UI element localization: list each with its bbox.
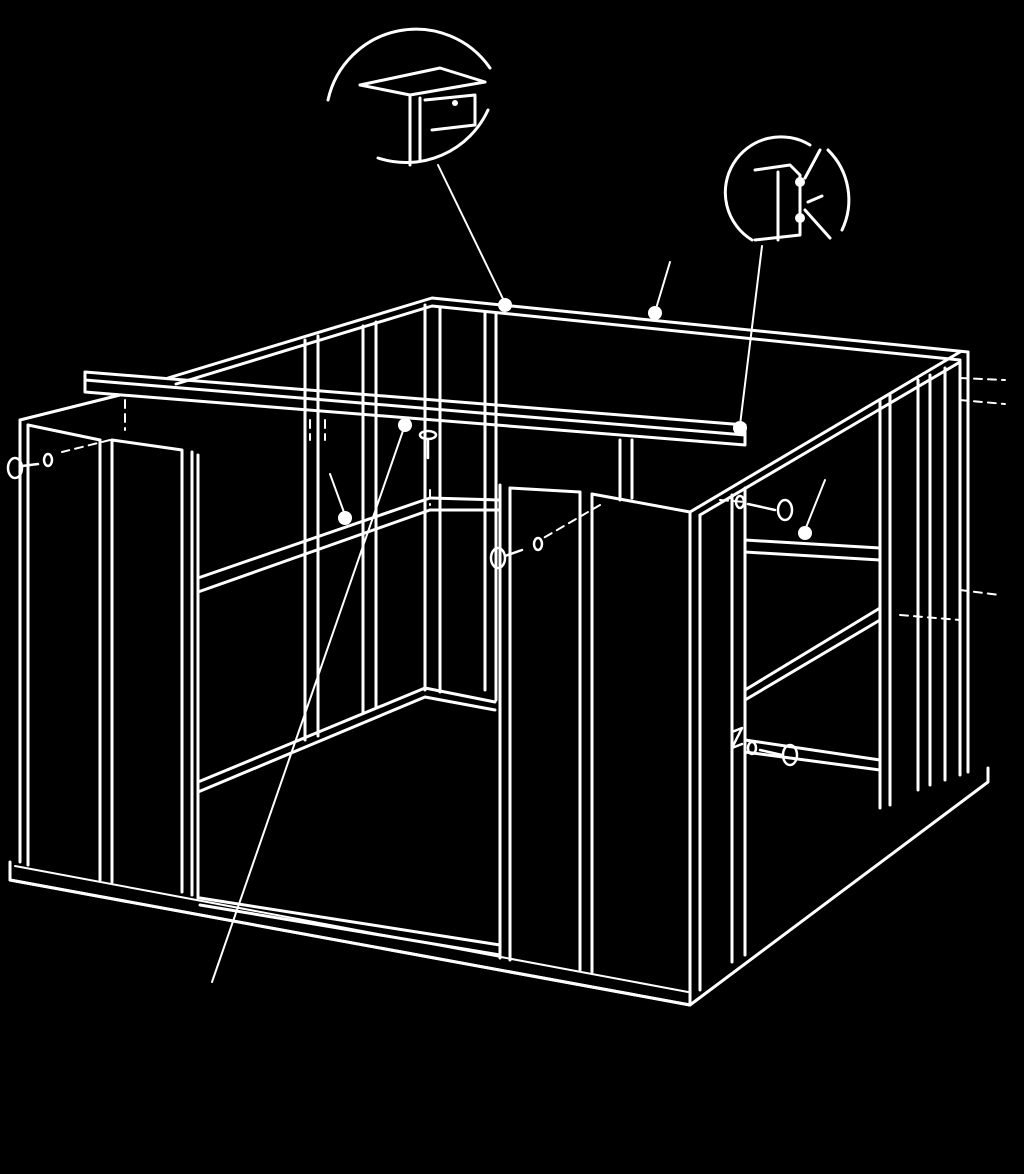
- back-wall: [166, 296, 970, 742]
- left-wall: [18, 393, 200, 900]
- roof-beam: [83, 370, 747, 502]
- callout-dots: [338, 298, 812, 540]
- floor-opening: [196, 686, 502, 957]
- detail-view-roof-corner: [326, 27, 492, 167]
- callout-dot-left-rail: [338, 511, 352, 525]
- side-rails: [196, 496, 882, 772]
- callout-dot-roof-corner: [498, 298, 512, 312]
- callout-dot-right-rail: [798, 526, 812, 540]
- screw-right-upper: [734, 494, 794, 522]
- alignment-guides: [61, 377, 1006, 621]
- screw-left-wall: [6, 452, 54, 480]
- detail-fastener-dot-1: [795, 177, 805, 187]
- callout-leaders: [211, 164, 826, 983]
- right-wall: [730, 350, 970, 964]
- screw-right-lower: [730, 726, 799, 767]
- screw-beam-vertical: [418, 429, 438, 460]
- screw-center-panel: [489, 536, 544, 570]
- detail-screw-dot: [452, 100, 458, 106]
- callout-dot-back-top: [648, 306, 662, 320]
- detail-fastener-dot-2: [795, 213, 805, 223]
- callout-dot-beam-end: [733, 421, 747, 435]
- callout-dot-beam-center: [398, 418, 412, 432]
- detail-view-beam-end: [723, 135, 851, 242]
